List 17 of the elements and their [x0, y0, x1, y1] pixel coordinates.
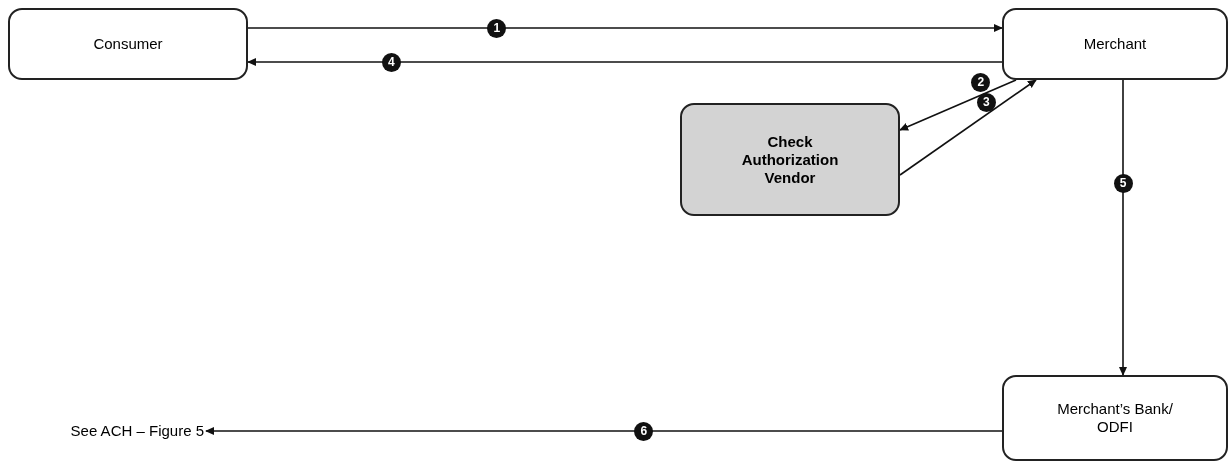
callout-number: 3	[976, 92, 996, 112]
process-box: Check Authorization Vendor	[680, 103, 900, 216]
arrow	[1118, 79, 1128, 376]
process-box: Consumer	[8, 8, 248, 80]
callout-number: 4	[381, 52, 401, 72]
process-box: Merchant’s Bank/ ODFI	[1002, 375, 1228, 461]
arrow	[247, 57, 1003, 67]
process-box: Merchant	[1002, 8, 1228, 80]
arrow	[899, 79, 1017, 131]
arrow	[247, 23, 1003, 33]
callout-number: 2	[971, 72, 991, 92]
reference-note: See ACH – Figure 5	[60, 420, 204, 442]
arrow	[899, 79, 1037, 176]
arrow	[205, 426, 1003, 436]
callout-number: 5	[1113, 173, 1133, 193]
callout-number: 6	[634, 421, 654, 441]
callout-number: 1	[487, 18, 507, 38]
